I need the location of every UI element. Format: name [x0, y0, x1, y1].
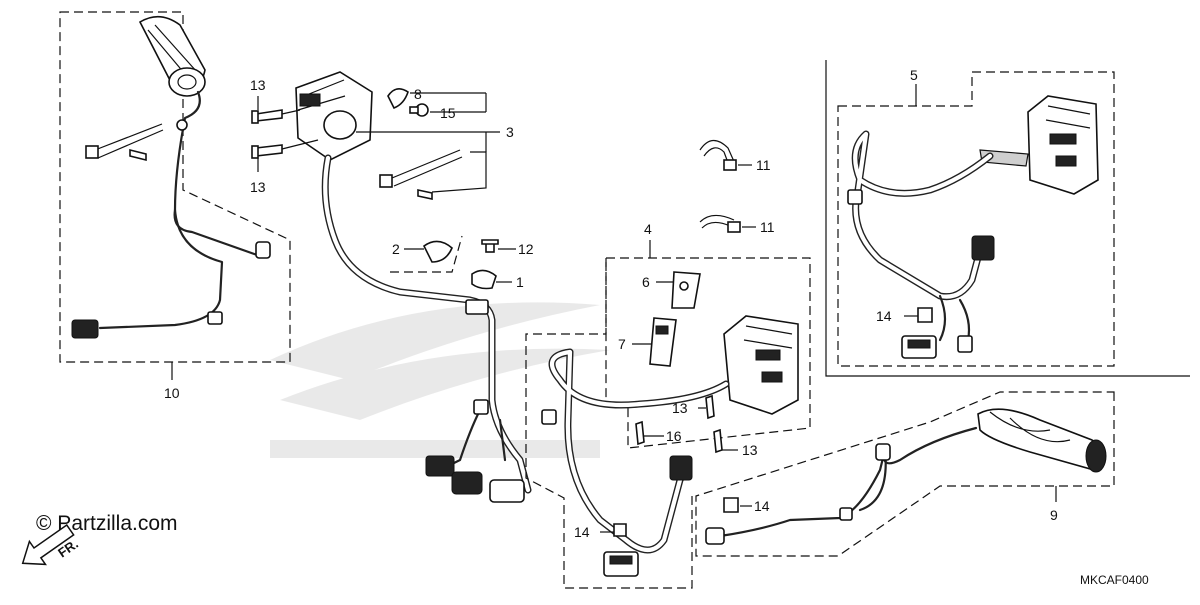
callout-16: 16 [666, 428, 682, 444]
bolt-15[interactable] [409, 103, 429, 117]
bolt-12[interactable] [481, 239, 499, 253]
diagram-code: MKCAF0400 [1080, 573, 1149, 587]
right-grip[interactable] [977, 408, 1107, 473]
band-11-upper[interactable] [699, 139, 737, 171]
callout-13-d: 13 [742, 442, 758, 458]
clamp-1[interactable] [471, 269, 497, 290]
right-switch-lower[interactable] [723, 315, 799, 415]
callout-7: 7 [618, 336, 626, 352]
callout-12: 12 [518, 241, 534, 257]
clip-8[interactable] [387, 88, 409, 110]
clamp-2[interactable] [422, 240, 453, 263]
connector-right-upper-a[interactable] [971, 235, 995, 261]
front-arrow-icon [21, 524, 75, 566]
callout-11-b: 11 [760, 219, 775, 235]
band-11-lower[interactable] [699, 214, 741, 233]
callout-9: 9 [1050, 507, 1058, 523]
connector-right-upper-b[interactable] [901, 335, 937, 359]
callout-14-c: 14 [754, 498, 770, 514]
callout-6: 6 [642, 274, 650, 290]
callout-11-a: 11 [756, 157, 771, 173]
callout-13-c: 13 [672, 400, 688, 416]
connector-right-lower-b[interactable] [603, 551, 639, 577]
callout-14-b: 14 [876, 308, 892, 324]
copyright-text: © Partzilla.com [36, 512, 178, 535]
callout-1: 1 [516, 274, 524, 290]
callout-15: 15 [440, 105, 456, 121]
callout-4: 4 [644, 221, 652, 237]
clip-14-holder [541, 409, 557, 425]
connector-right-grip[interactable] [705, 527, 725, 545]
tie-strap[interactable] [379, 149, 463, 200]
right-switch-upper[interactable] [979, 95, 1099, 195]
bracket-6[interactable] [671, 271, 701, 309]
screw-13-upper[interactable] [251, 109, 283, 124]
left-switch-assembly[interactable] [295, 71, 532, 503]
screw-13-lower[interactable] [251, 144, 283, 159]
screw-16[interactable] [635, 420, 645, 446]
clip-14-upper-right[interactable] [917, 307, 933, 323]
callout-10: 10 [164, 385, 180, 401]
bracket-7[interactable] [649, 317, 677, 367]
screw-13-right-upper[interactable] [705, 394, 715, 420]
callout-3: 3 [506, 124, 514, 140]
left-grip-assembly[interactable] [59, 11, 291, 363]
callout-2: 2 [392, 241, 400, 257]
callout-13-b: 13 [250, 179, 266, 195]
clip-14-grip[interactable] [723, 497, 739, 513]
connector-right-lower-a[interactable] [669, 455, 693, 481]
callout-13-a: 13 [250, 77, 266, 93]
callout-8: 8 [414, 86, 422, 102]
callout-14-a: 14 [574, 524, 590, 540]
clip-14-lower-left[interactable] [613, 523, 627, 537]
callout-5: 5 [910, 67, 918, 83]
screw-13-right-lower[interactable] [713, 428, 723, 454]
watermark-icon [270, 302, 610, 458]
